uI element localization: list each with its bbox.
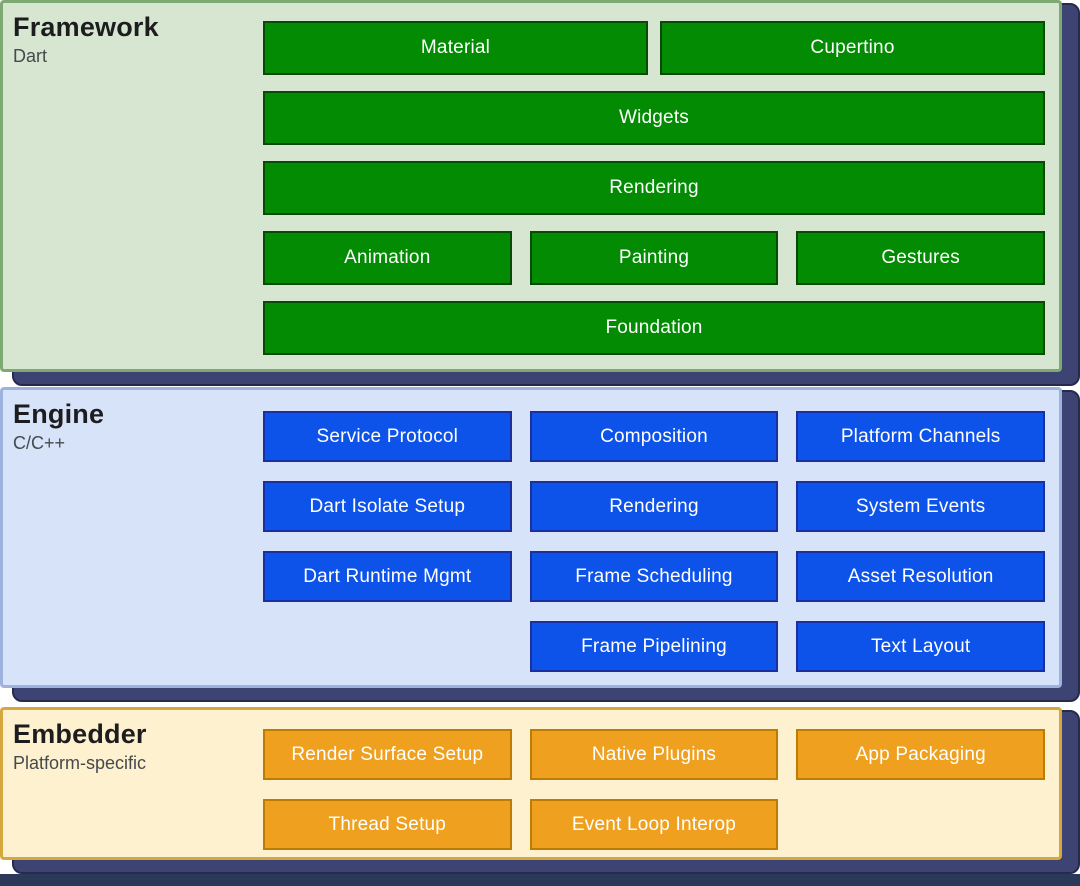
framework-boxes: Material Cupertino Widgets Rendering Ani… [263,3,1045,355]
framework-panel: Framework Dart Material Cupertino Widget… [0,0,1062,372]
framework-row-1: Material Cupertino [263,21,1045,75]
engine-row-4: Frame Pipelining Text Layout [263,621,1045,672]
box-dart-isolate-setup: Dart Isolate Setup [263,481,512,532]
framework-row-4: Animation Painting Gestures [263,231,1045,285]
engine-boxes: Service Protocol Composition Platform Ch… [263,390,1045,672]
box-gestures: Gestures [796,231,1045,285]
box-composition: Composition [529,411,779,462]
box-widgets: Widgets [263,91,1045,145]
box-painting: Painting [529,231,779,285]
framework-title: Framework [13,12,159,42]
box-cupertino: Cupertino [660,21,1045,75]
framework-row-5: Foundation [263,301,1045,355]
engine-subtitle: C/C++ [13,433,66,453]
bottom-shadow-strip [0,874,1080,886]
box-frame-scheduling: Frame Scheduling [529,551,779,602]
framework-row-2: Widgets [263,91,1045,145]
framework-label-block: Framework Dart [13,12,159,67]
embedder-row-2: Thread Setup Event Loop Interop [263,799,1045,850]
box-native-plugins: Native Plugins [529,729,779,780]
embedder-panel: Embedder Platform-specific Render Surfac… [0,707,1062,860]
embedder-boxes: Render Surface Setup Native Plugins App … [263,710,1045,850]
box-event-loop-interop: Event Loop Interop [529,799,779,850]
engine-panel: Engine C/C++ Service Protocol Compositio… [0,387,1062,688]
box-rendering-engine: Rendering [529,481,779,532]
engine-title: Engine [13,399,105,429]
framework-layer-card: Framework Dart Material Cupertino Widget… [0,0,1080,386]
embedder-row-1: Render Surface Setup Native Plugins App … [263,729,1045,780]
box-material: Material [263,21,648,75]
embedder-layer-card: Embedder Platform-specific Render Surfac… [0,707,1080,874]
embedder-title: Embedder [13,719,147,749]
engine-layer-card: Engine C/C++ Service Protocol Compositio… [0,387,1080,702]
box-system-events: System Events [796,481,1045,532]
box-frame-pipelining: Frame Pipelining [529,621,779,672]
box-platform-channels: Platform Channels [796,411,1045,462]
engine-row-1: Service Protocol Composition Platform Ch… [263,411,1045,462]
embedder-label-block: Embedder Platform-specific [13,719,147,774]
engine-row-3: Dart Runtime Mgmt Frame Scheduling Asset… [263,551,1045,602]
framework-row-3: Rendering [263,161,1045,215]
box-app-packaging: App Packaging [796,729,1045,780]
engine-label-block: Engine C/C++ [13,399,104,454]
box-service-protocol: Service Protocol [263,411,512,462]
box-thread-setup: Thread Setup [263,799,512,850]
embedder-subtitle: Platform-specific [13,753,147,773]
box-dart-runtime-mgmt: Dart Runtime Mgmt [263,551,512,602]
box-render-surface-setup: Render Surface Setup [263,729,512,780]
box-rendering-framework: Rendering [263,161,1045,215]
engine-row-2: Dart Isolate Setup Rendering System Even… [263,481,1045,532]
box-foundation: Foundation [263,301,1045,355]
box-asset-resolution: Asset Resolution [796,551,1045,602]
box-animation: Animation [263,231,512,285]
framework-subtitle: Dart [13,46,48,66]
box-text-layout: Text Layout [796,621,1045,672]
